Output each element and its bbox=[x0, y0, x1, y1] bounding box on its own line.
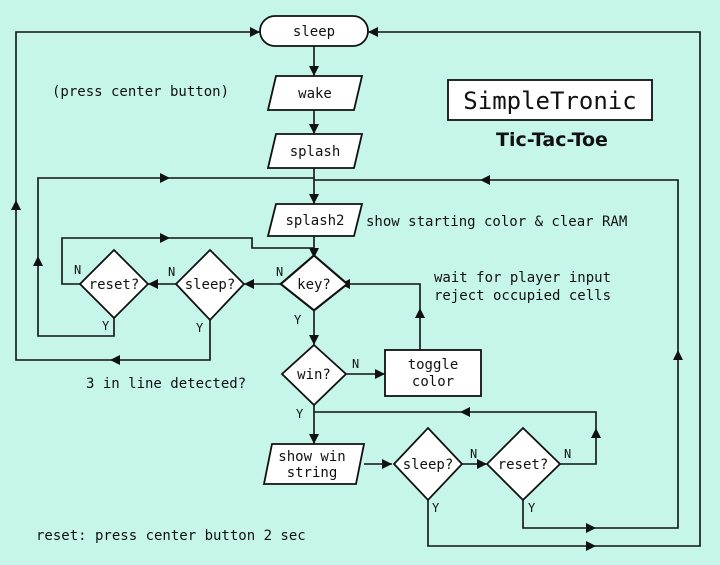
annotation-reject-cells: reject occupied cells bbox=[434, 288, 611, 304]
branch-label-y: Y bbox=[528, 501, 536, 515]
node-label: sleep? bbox=[403, 457, 454, 473]
arrowhead bbox=[309, 434, 319, 444]
arrowhead bbox=[110, 355, 120, 365]
node-label: key? bbox=[297, 277, 331, 293]
branch-label-y: Y bbox=[432, 501, 440, 515]
process-shape bbox=[262, 443, 366, 485]
edge-resetbot-y-to-splash2 bbox=[314, 179, 679, 529]
node-label-line2: color bbox=[412, 374, 454, 390]
decision-shape bbox=[279, 253, 349, 312]
node-sleep-mid-decision: sleep? bbox=[174, 248, 246, 322]
arrowhead bbox=[375, 369, 385, 379]
arrowhead bbox=[309, 194, 319, 204]
arrowhead bbox=[480, 175, 490, 185]
annotation-splash2-note: show starting color & clear RAM bbox=[366, 214, 627, 230]
arrowhead bbox=[586, 523, 596, 533]
node-sleep-terminal: sleep bbox=[259, 15, 369, 47]
node-win-decision: win? bbox=[280, 343, 348, 407]
node-label: reset? bbox=[498, 457, 549, 473]
annotation-reset-note: reset: press center button 2 sec bbox=[36, 528, 306, 544]
subtitle: Tic-Tac-Toe bbox=[496, 129, 608, 151]
arrowhead bbox=[673, 350, 683, 360]
arrowhead bbox=[309, 335, 319, 345]
node-label: splash bbox=[290, 144, 341, 160]
arrowhead bbox=[477, 459, 487, 469]
arrowheads bbox=[11, 27, 683, 551]
annotation-press-center: (press center button) bbox=[52, 84, 229, 100]
title-box bbox=[447, 79, 653, 121]
arrowhead bbox=[11, 200, 21, 210]
annotation-wait-input: wait for player input bbox=[434, 270, 611, 286]
terminal-shape bbox=[259, 15, 369, 47]
decision-shape bbox=[392, 426, 464, 502]
node-sleep-bot-decision: sleep? bbox=[392, 426, 464, 502]
branch-label-y: Y bbox=[296, 407, 304, 421]
arrowhead bbox=[309, 124, 319, 134]
branch-label-n: N bbox=[276, 265, 283, 279]
node-label: win? bbox=[297, 367, 331, 383]
node-splash2: splash2 bbox=[266, 203, 364, 237]
node-label: splash2 bbox=[285, 213, 344, 229]
annotation-three-in-line: 3 in line detected? bbox=[86, 376, 246, 392]
process-shape bbox=[266, 203, 364, 237]
branch-label-n: N bbox=[470, 447, 477, 461]
branch-label-n: N bbox=[74, 263, 81, 277]
arrowhead bbox=[250, 27, 260, 37]
arrowhead bbox=[148, 279, 158, 289]
edge-resetmid-n-to-key bbox=[61, 237, 314, 285]
node-label: sleep bbox=[293, 24, 335, 40]
branch-label-y: Y bbox=[102, 319, 110, 333]
node-wake: wake bbox=[266, 75, 364, 111]
node-label: wake bbox=[298, 86, 332, 102]
branch-label-n: N bbox=[352, 357, 359, 371]
node-label: sleep? bbox=[185, 277, 236, 293]
node-label-line1: toggle bbox=[408, 357, 459, 373]
node-reset-bot-decision: reset? bbox=[485, 426, 562, 502]
branch-label-n: N bbox=[168, 265, 175, 279]
arrowhead bbox=[309, 66, 319, 76]
decision-shape bbox=[485, 426, 562, 502]
node-label-line2: string bbox=[287, 465, 338, 481]
arrowhead bbox=[309, 248, 319, 258]
arrowhead bbox=[591, 428, 601, 438]
arrowhead bbox=[244, 279, 254, 289]
branch-labels: N Y N Y N Y N Y N Y N Y bbox=[74, 263, 571, 515]
arrowhead bbox=[460, 407, 470, 417]
edge-sleepmid-y-to-sleep bbox=[15, 31, 260, 361]
arrowhead bbox=[33, 256, 43, 266]
node-show-win-string: show win string bbox=[262, 443, 366, 485]
branch-label-n: N bbox=[564, 447, 571, 461]
edge-resetmid-y-to-splash2 bbox=[37, 177, 314, 337]
decision-shape bbox=[78, 248, 150, 320]
edge-toggle-to-key bbox=[340, 283, 421, 350]
node-label: reset? bbox=[89, 277, 140, 293]
brand-title: SimpleTronic bbox=[463, 87, 636, 115]
annotations: (press center button) show starting colo… bbox=[36, 84, 627, 544]
node-splash: splash bbox=[266, 133, 364, 169]
edge-sleepbot-y-to-sleep bbox=[368, 31, 701, 547]
arrowhead bbox=[368, 27, 378, 37]
node-reset-mid-decision: reset? bbox=[78, 248, 150, 320]
process-shape bbox=[266, 75, 364, 111]
node-label-line1: show win bbox=[278, 449, 345, 465]
arrowhead bbox=[382, 459, 392, 469]
process-shape bbox=[266, 133, 364, 169]
arrowhead bbox=[160, 173, 170, 183]
node-toggle-color: toggle color bbox=[384, 349, 482, 397]
decision-shape bbox=[174, 248, 246, 322]
arrowhead bbox=[586, 541, 596, 551]
arrowhead bbox=[160, 233, 170, 243]
title-block: SimpleTronic Tic-Tac-Toe bbox=[447, 79, 653, 151]
arrowhead bbox=[415, 308, 425, 318]
node-key-decision: key? bbox=[279, 253, 349, 312]
branch-label-y: Y bbox=[294, 313, 302, 327]
process-shape bbox=[384, 349, 482, 397]
decision-shape bbox=[280, 343, 348, 407]
branch-label-y: Y bbox=[196, 321, 204, 335]
